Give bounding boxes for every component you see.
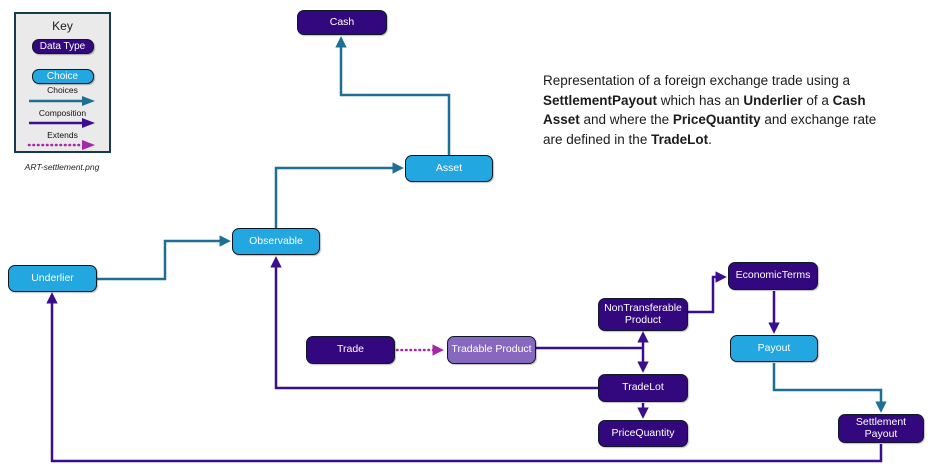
- legend: Key Data Type Choice Choices Composition…: [14, 12, 111, 153]
- node-payout: Payout: [730, 335, 818, 362]
- edge-asset-to-cash: [335, 36, 451, 156]
- node-underlier: Underlier: [8, 265, 97, 292]
- node-observable-label: Observable: [249, 234, 303, 247]
- node-tradable-product: Tradable Product: [447, 336, 536, 364]
- image-caption: ART-settlement.png: [24, 162, 100, 172]
- legend-choices-row: Choices: [24, 86, 102, 106]
- node-cash: Cash: [297, 10, 387, 35]
- description-text: Representation of a foreign exchange tra…: [543, 73, 877, 147]
- edge-nontransferable-to-economicterms: [688, 271, 727, 314]
- choices-arrow-icon: [28, 95, 95, 106]
- legend-data-type-swatch: Data Type: [31, 39, 94, 55]
- legend-choice-swatch: Choice: [31, 69, 94, 85]
- node-observable: Observable: [232, 228, 320, 255]
- legend-composition-row: Composition: [24, 107, 102, 129]
- node-trade-lot-label: TradeLot: [622, 381, 664, 394]
- composition-arrow-icon: [28, 118, 95, 129]
- node-trade-lot: TradeLot: [598, 374, 688, 402]
- node-asset-label: Asset: [435, 161, 463, 174]
- edge-settlement-to-underlier: [46, 292, 883, 463]
- node-underlier-label: Underlier: [31, 271, 74, 284]
- edge-tradelot-to-observable: [270, 256, 598, 390]
- node-economic-terms: EconomicTerms: [728, 262, 818, 290]
- legend-data-type-label: Data Type: [39, 41, 86, 52]
- node-cash-label: Cash: [329, 15, 355, 28]
- legend-composition-label: Composition: [38, 107, 87, 118]
- legend-choices-label: Choices: [47, 85, 78, 96]
- node-nontransferable-product: NonTransferable Product: [598, 298, 688, 331]
- extends-arrow-icon: [27, 140, 95, 151]
- node-payout-label: Payout: [757, 341, 791, 354]
- edge-observable-to-asset: [274, 162, 404, 229]
- legend-title: Key: [52, 19, 73, 33]
- legend-choice-label: Choice: [46, 71, 79, 83]
- node-economic-terms-label: EconomicTerms: [735, 269, 811, 282]
- node-tradable-product-label: Tradable Product: [451, 343, 532, 356]
- node-trade-label: Trade: [336, 343, 365, 356]
- edge-payout-to-settlement: [772, 363, 887, 413]
- legend-extends-row: Extends: [24, 130, 102, 151]
- node-settlement-payout: Settlement Payout: [838, 414, 924, 443]
- edge-underlier-to-observable: [97, 235, 231, 281]
- node-price-quantity-label: PriceQuantity: [611, 426, 675, 439]
- node-trade: Trade: [306, 336, 395, 364]
- node-price-quantity: PriceQuantity: [598, 420, 688, 447]
- node-asset: Asset: [405, 155, 493, 182]
- node-nontransferable-product-label: NonTransferable Product: [604, 301, 682, 326]
- node-settlement-payout-label: Settlement Payout: [855, 415, 907, 440]
- legend-extends-label: Extends: [47, 130, 78, 141]
